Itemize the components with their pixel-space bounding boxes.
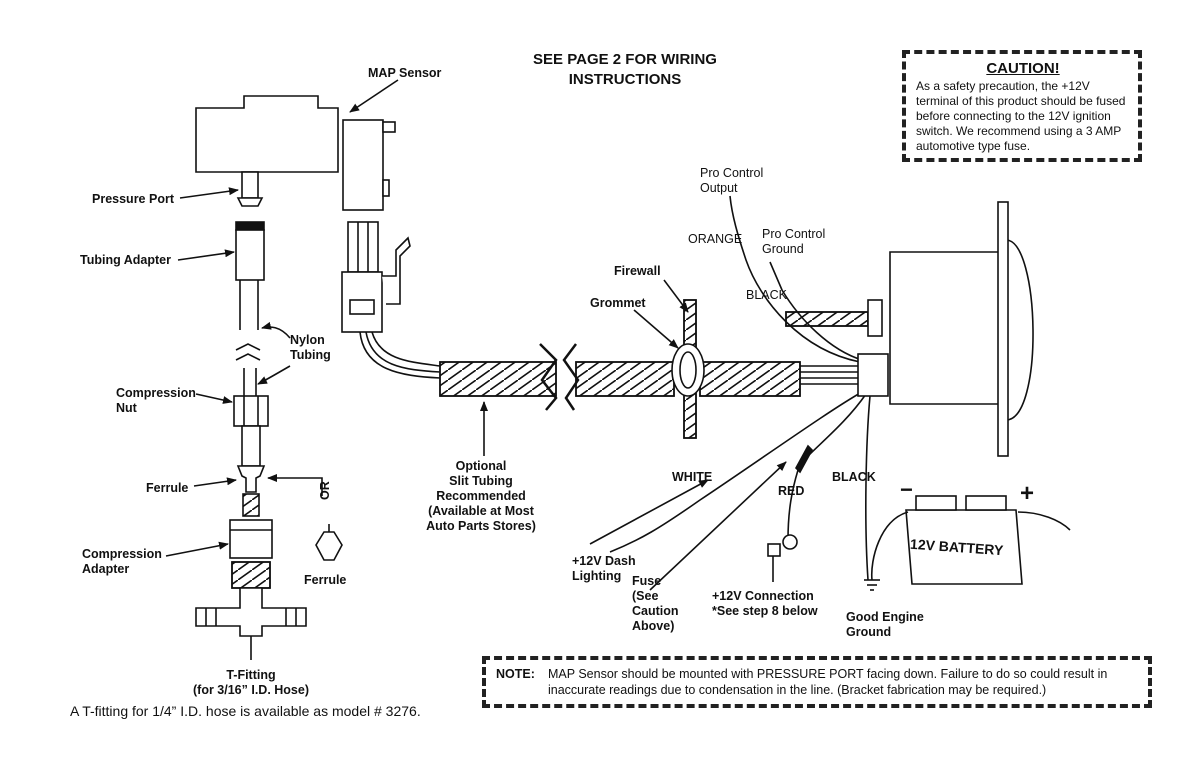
gauge (785, 201, 1034, 457)
ignition-switch (767, 534, 798, 582)
battery-minus: − (900, 477, 913, 502)
fuse-holder (787, 444, 813, 541)
label-12v-connection: +12V Connection*See step 8 below (712, 589, 818, 618)
footnote: A T-fitting for 1/4” I.D. hose is availa… (70, 703, 421, 719)
ferrule (236, 465, 266, 517)
label-grommet: Grommet (590, 296, 646, 310)
sensor-wires (359, 331, 441, 379)
label-t-fitting: T-Fitting(for 3/16” I.D. Hose) (193, 668, 309, 697)
tubing-adapter (235, 221, 265, 281)
note-box: NOTE: MAP Sensor should be mounted with … (482, 656, 1152, 708)
label-pressure-port: Pressure Port (92, 192, 174, 206)
pressure-port (236, 171, 264, 207)
label-firewall: Firewall (614, 264, 661, 278)
note-text: MAP Sensor should be mounted with PRESSU… (548, 667, 1108, 697)
caution-heading: CAUTION! (986, 60, 1060, 77)
compression-adapter (229, 519, 273, 589)
grommet (671, 343, 705, 397)
label-red-wire: RED (778, 484, 805, 498)
battery (870, 495, 1071, 585)
label-ferrule: Ferrule (146, 481, 189, 495)
label-white-wire: WHITE (672, 470, 713, 484)
note-label: NOTE: (496, 667, 535, 681)
label-map-sensor: MAP Sensor (368, 66, 442, 80)
caution-box: CAUTION! As a safety precaution, the +12… (902, 50, 1142, 162)
label-tubing-adapter: Tubing Adapter (80, 253, 171, 267)
t-fitting (195, 587, 307, 660)
battery-plus: + (1020, 480, 1035, 507)
label-black-wire-top: BLACK (746, 288, 787, 302)
gauge-wires (609, 195, 871, 581)
ground-symbol (864, 579, 880, 591)
label-ferrule-alt: Ferrule (304, 573, 347, 587)
label-orange-wire: ORANGE (688, 232, 743, 246)
label-black-wire-bottom: BLACK (832, 470, 876, 484)
caution-text: As a safety precaution, the +12V termina… (916, 79, 1126, 153)
nylon-tubing (235, 280, 261, 396)
ferrule-alternate (315, 524, 343, 561)
leader-arrows (165, 79, 787, 591)
compression-nut (233, 395, 269, 467)
label-or: OR (318, 481, 332, 500)
sensor-connector (341, 221, 411, 333)
map-sensor-body (195, 95, 396, 211)
slit-tubing (439, 343, 801, 411)
